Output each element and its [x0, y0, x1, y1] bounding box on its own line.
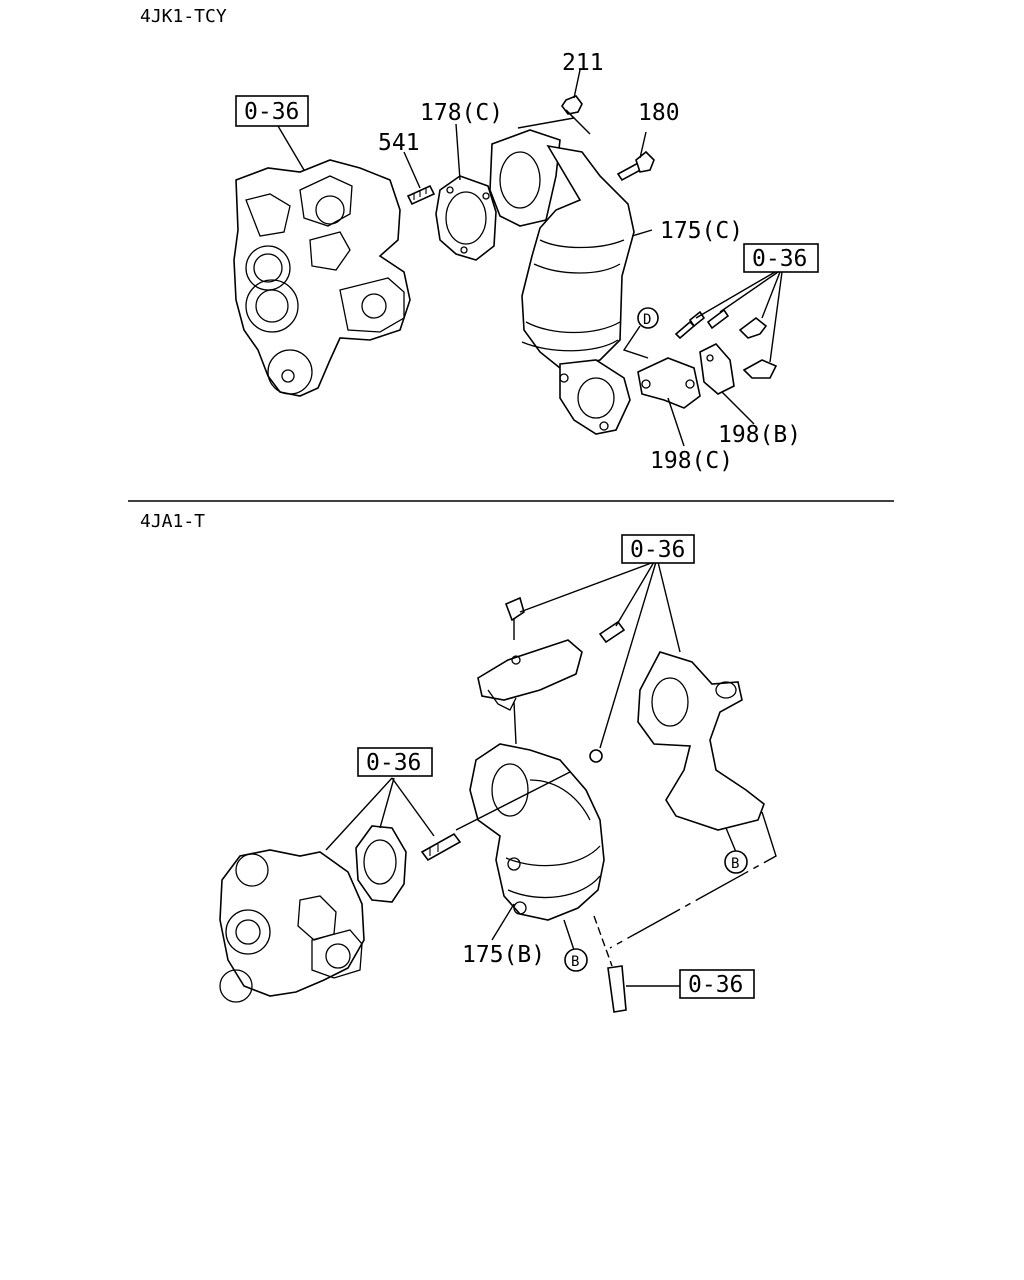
turbocharger-illustration-2: [219, 849, 365, 1003]
leader-lines-section-2: [325, 561, 777, 987]
ref-label-left: 0-36: [366, 750, 421, 776]
engine-code-4jk1-tcy: 4JK1-TCY: [140, 6, 227, 27]
gasket-178c: [435, 175, 497, 261]
ref-label-top: 0-36: [630, 537, 685, 563]
ref-box-left: [357, 747, 433, 777]
bracket-198c: [637, 357, 701, 409]
ref-box-top: [621, 534, 695, 564]
bolt-180: [616, 150, 655, 182]
circle-label-b-1: B: [731, 856, 739, 872]
nut-211: [561, 95, 583, 115]
ref-box-main: [235, 95, 309, 127]
catalytic-converter-175c: [489, 129, 635, 435]
circle-label-d: D: [643, 312, 651, 328]
ref-label-bolts: 0-36: [752, 246, 807, 272]
label-175b: 175(B): [462, 942, 545, 968]
label-175c: 175(C): [660, 218, 743, 244]
label-198b: 198(B): [718, 422, 801, 448]
ref-box-bolts: [743, 243, 819, 273]
label-198c: 198(C): [650, 448, 733, 474]
engine-code-4ja1-t: 4JA1-T: [140, 511, 205, 532]
exhaust-front-pipe: [637, 651, 765, 831]
circle-marker-b-2: [564, 948, 588, 972]
ref-label-bottom: 0-36: [688, 972, 743, 998]
catalytic-converter-175b: [469, 743, 605, 921]
circle-marker-d: [637, 307, 659, 329]
leader-lines-section-1: [277, 69, 783, 447]
stud-541: [406, 184, 436, 206]
label-211: 211: [562, 50, 604, 76]
bracket-198b: [699, 343, 735, 395]
circle-label-b-2: B: [571, 954, 579, 970]
label-178c: 178(C): [420, 100, 503, 126]
section-4jk1-tcy: 4JK1-TCY: [140, 6, 819, 474]
ref-box-bottom: [679, 969, 755, 999]
heat-shield: [477, 639, 583, 711]
label-180: 180: [638, 100, 680, 126]
ref-label-main: 0-36: [244, 99, 299, 125]
stud-upper: [420, 832, 462, 862]
turbocharger-illustration: [233, 159, 411, 397]
long-bolt-bottom: [593, 915, 627, 1013]
section-4ja1-t: 4JA1-T: [140, 511, 777, 1013]
bolts-section-2: [504, 596, 626, 763]
gasket-turbo-outlet: [355, 825, 407, 903]
circle-marker-b-1: [724, 850, 748, 874]
label-541: 541: [378, 130, 420, 156]
